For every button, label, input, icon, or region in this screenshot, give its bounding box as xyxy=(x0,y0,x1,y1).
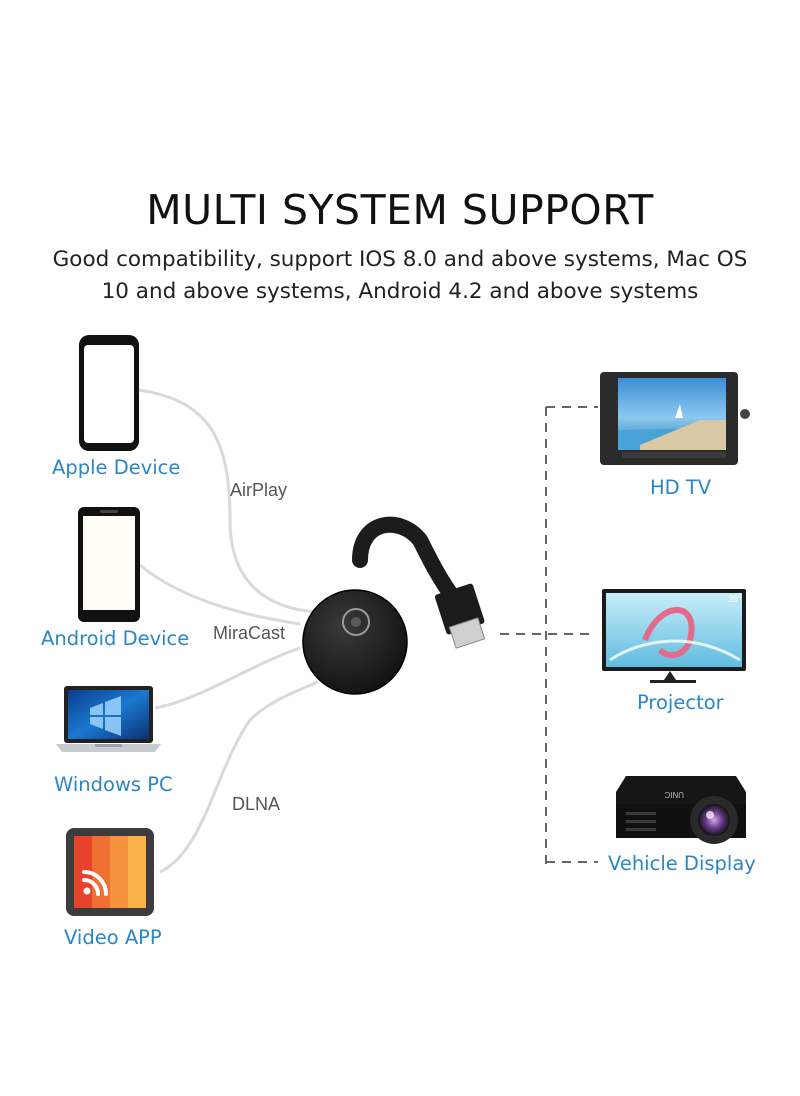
iphone-icon xyxy=(79,335,139,451)
dongle-icon xyxy=(302,516,486,695)
protocol-label-airplay: AirPlay xyxy=(230,480,288,500)
output-label-vehicle-display: Vehicle Display xyxy=(608,852,756,875)
monitor-icon xyxy=(600,372,750,465)
tv-icon xyxy=(602,589,746,683)
source-label-apple: Apple Device xyxy=(52,456,181,479)
protocol-label-miracast: MiraCast xyxy=(213,623,286,643)
android-phone-icon xyxy=(78,507,140,622)
source-label-videoapp: Video APP xyxy=(64,926,162,949)
output-label-projector: Projector xyxy=(637,691,724,714)
subtitle-line-2: 10 and above systems, Android 4.2 and ab… xyxy=(101,279,699,304)
source-label-windows: Windows PC xyxy=(54,773,173,796)
curve-videoapp xyxy=(159,680,319,874)
curve-android xyxy=(139,563,301,626)
connection-curves xyxy=(137,388,319,874)
subtitle-line-1: Good compatibility, support IOS 8.0 and … xyxy=(52,247,748,272)
page-title: MULTI SYSTEM SUPPORT xyxy=(146,186,654,234)
tv-screen-text: 39° xyxy=(728,594,742,604)
curve-windows xyxy=(154,646,301,710)
curve-apple xyxy=(137,388,317,614)
source-label-android: Android Device xyxy=(41,627,190,650)
protocol-label-dlna: DLNA xyxy=(232,794,281,814)
page-subtitle: Good compatibility, support IOS 8.0 and … xyxy=(40,244,760,308)
laptop-icon xyxy=(56,686,161,752)
projector-icon xyxy=(616,776,746,844)
output-dashed-lines xyxy=(500,406,598,867)
video-app-icon xyxy=(66,828,154,916)
projector-brand: UNIC xyxy=(664,790,684,799)
output-label-hdtv: HD TV xyxy=(650,476,712,499)
